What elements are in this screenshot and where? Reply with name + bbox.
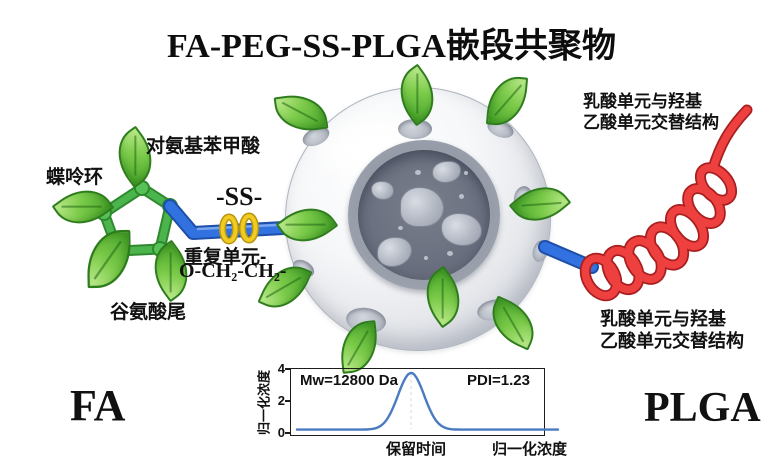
- figure-title: FA-PEG-SS-PLGA嵌段共聚物: [167, 28, 616, 65]
- plga-structure-note-bottom: 乳酸单元与羟基 乙酸单元交替结构: [600, 308, 744, 352]
- ytick-mark: [285, 368, 290, 370]
- glutamic-tail-label: 谷氨酸尾: [110, 302, 187, 323]
- ytick-label: 0: [277, 425, 285, 440]
- repeat-unit-label: 重复单元-: [184, 247, 267, 268]
- speck: [447, 251, 453, 256]
- speck: [464, 171, 468, 175]
- pdi-annotation: PDI=1.23: [467, 372, 530, 389]
- rock: [432, 161, 461, 183]
- paba-label: 对氨基苯甲酸: [146, 136, 261, 157]
- ytick-mark: [285, 432, 290, 434]
- peg-rod-right: [538, 240, 599, 274]
- plga-structure-note-top: 乳酸单元与羟基 乙酸单元交替结构: [583, 91, 719, 133]
- chart-xaxis-label: 保留时间: [386, 441, 447, 458]
- chart-yaxis-label: 归一化浓度: [256, 370, 272, 436]
- pore: [398, 119, 432, 139]
- chart-secondary-label: 归一化浓度: [492, 441, 568, 458]
- ss-disulfide-rings: [219, 212, 259, 245]
- rock: [400, 187, 444, 227]
- ytick-label: 2: [277, 393, 285, 408]
- mw-annotation: Mw=12800 Da: [300, 372, 398, 389]
- pterin-ring-label: 蝶呤环: [46, 167, 104, 188]
- speck: [424, 256, 428, 260]
- ss-bond-label: -SS-: [216, 182, 263, 211]
- repeat-unit-formula: O-CH₂-CH₂-: [179, 260, 287, 282]
- plga-block-label: PLGA: [644, 385, 761, 431]
- rock: [377, 237, 412, 267]
- rock: [441, 213, 482, 246]
- speck: [415, 170, 421, 175]
- rock: [371, 181, 394, 200]
- ytick-mark: [285, 400, 290, 402]
- note-line: 乳酸单元与羟基: [600, 309, 726, 329]
- note-line: 乙酸单元交替结构: [600, 331, 744, 351]
- speck: [459, 194, 464, 199]
- speck: [398, 226, 403, 230]
- ytick-label: 4: [277, 361, 285, 376]
- leaf-icon: [86, 229, 132, 289]
- leaf-icon: [485, 74, 529, 128]
- note-line: 乙酸单元交替结构: [583, 113, 719, 132]
- fa-block-label: FA: [70, 381, 126, 430]
- plga-coil: [579, 104, 753, 302]
- leaf-icon: [273, 90, 329, 136]
- note-line: 乳酸单元与羟基: [583, 92, 702, 111]
